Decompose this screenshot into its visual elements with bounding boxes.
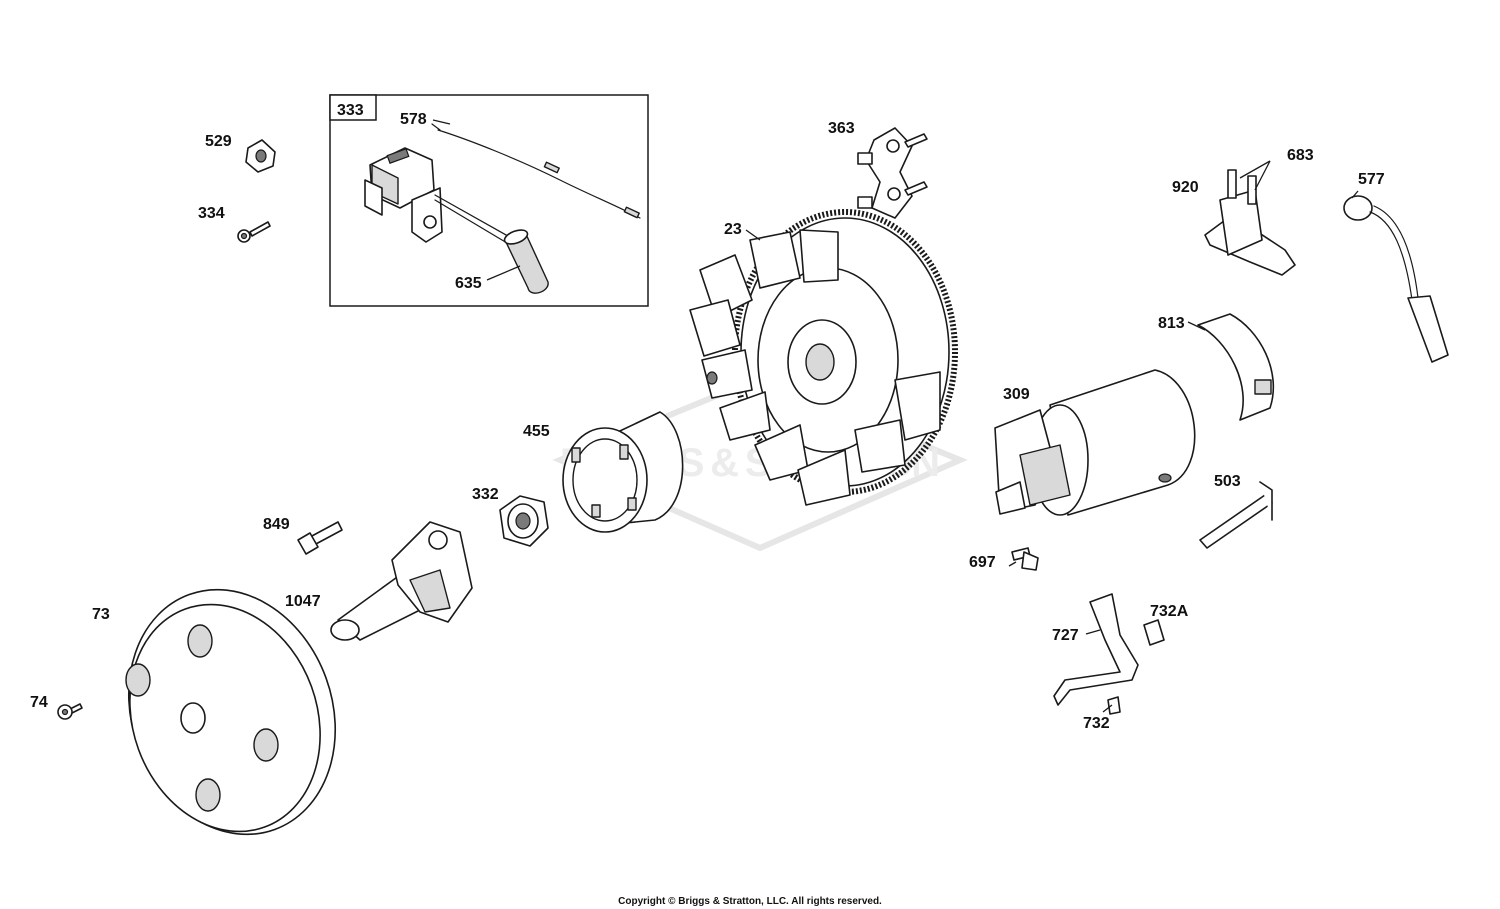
callout-74: 74 (30, 694, 48, 711)
callout-849: 849 (263, 516, 290, 533)
part-635-spark-plug-boot[interactable] (503, 227, 549, 294)
callout-813: 813 (1158, 315, 1185, 332)
part-732-screw[interactable] (1107, 696, 1121, 715)
leader-lines (432, 119, 1359, 713)
part-23-flywheel[interactable] (689, 209, 958, 506)
callout-578: 578 (400, 111, 427, 128)
callout-73: 73 (92, 606, 110, 623)
callout-635: 635 (455, 275, 482, 292)
part-920-solenoid[interactable] (1204, 169, 1296, 276)
part-727-bracket[interactable] (1053, 593, 1139, 706)
callout-732: 732 (1083, 715, 1110, 732)
callout-455: 455 (523, 423, 550, 440)
callout-333: 333 (337, 102, 364, 119)
callout-503: 503 (1214, 473, 1241, 490)
part-813-starter-band[interactable] (1197, 313, 1275, 421)
part-578-ground-wire[interactable] (431, 123, 641, 219)
part-529-grommet[interactable] (245, 139, 276, 173)
part-455-fan-cup[interactable] (562, 411, 684, 533)
callout-309: 309 (1003, 386, 1030, 403)
part-1047-starter-clutch[interactable] (330, 521, 473, 641)
part-577-spark-plug-lead[interactable] (1343, 195, 1449, 363)
part-73-rotating-screen[interactable] (95, 560, 368, 863)
callout-529: 529 (205, 133, 232, 150)
callout-332: 332 (472, 486, 499, 503)
callout-727: 727 (1052, 627, 1079, 644)
part-309-starter-motor[interactable] (994, 369, 1196, 516)
callout-334: 334 (198, 205, 225, 222)
callout-920: 920 (1172, 179, 1199, 196)
part-849-bolt[interactable] (297, 521, 343, 555)
part-333-armature[interactable] (364, 147, 516, 247)
callout-683: 683 (1287, 147, 1314, 164)
part-332-flywheel-nut[interactable] (499, 495, 549, 547)
callout-577: 577 (1358, 171, 1385, 188)
callout-1047: 1047 (285, 593, 321, 610)
callout-23: 23 (724, 221, 742, 238)
part-334-screw[interactable] (237, 221, 271, 243)
callout-697: 697 (969, 554, 996, 571)
part-74-screw[interactable] (57, 703, 83, 720)
callout-732a: 732A (1150, 603, 1189, 620)
callout-363: 363 (828, 120, 855, 137)
part-363-bracket[interactable] (857, 127, 928, 219)
part-503-bracket-strip[interactable] (1199, 481, 1273, 549)
part-732a-nut[interactable] (1143, 619, 1165, 646)
part-callouts: 333 578 635 529 334 363 23 455 332 849 1… (30, 102, 1385, 732)
part-697-screw[interactable] (1011, 547, 1039, 571)
copyright-notice: Copyright © Briggs & Stratton, LLC. All … (618, 896, 882, 907)
part-333-kit-box[interactable] (329, 94, 649, 307)
